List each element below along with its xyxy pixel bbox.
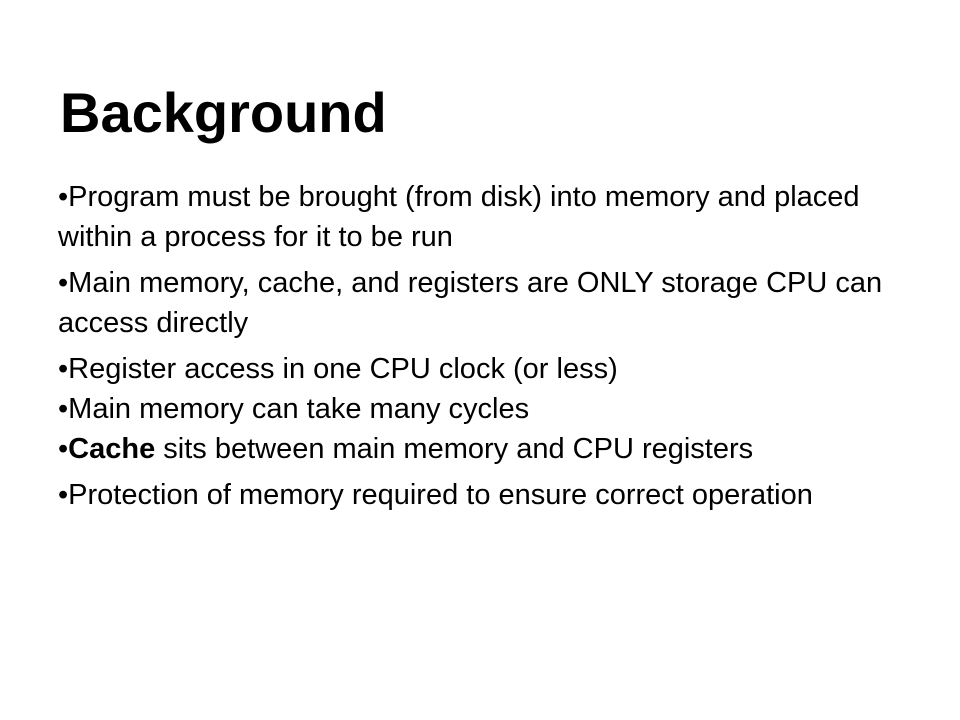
bullet-item-program-loading: •Program must be brought (from disk) int… — [58, 177, 908, 257]
bullet-text: Program must be brought (from disk) into… — [58, 181, 860, 253]
bullet-list: •Program must be brought (from disk) int… — [58, 177, 908, 521]
bullet-item-cache: •Cache sits between main memory and CPU … — [58, 429, 908, 469]
bullet-text: sits between main memory and CPU registe… — [155, 433, 754, 465]
bullet-item-main-memory-cycles: •Main memory can take many cycles — [58, 389, 908, 429]
bullet-text: Main memory can take many cycles — [68, 393, 530, 425]
bullet-text: Register access in one CPU clock (or les… — [68, 353, 618, 385]
bullet-glyph: • — [58, 353, 69, 385]
bullet-bold-term: Cache — [68, 433, 156, 465]
slide-title: Background — [60, 81, 387, 144]
bullet-glyph: • — [58, 393, 69, 425]
bullet-text: Protection of memory required to ensure … — [68, 479, 813, 511]
bullet-item-storage-access: •Main memory, cache, and registers are O… — [58, 263, 908, 343]
bullet-item-register-access: •Register access in one CPU clock (or le… — [58, 349, 908, 389]
bullet-text: Main memory, cache, and registers are ON… — [58, 267, 883, 339]
bullet-glyph: • — [58, 181, 69, 213]
bullet-glyph: • — [58, 433, 69, 465]
bullet-item-memory-protection: •Protection of memory required to ensure… — [58, 475, 908, 515]
bullet-glyph: • — [58, 267, 69, 299]
bullet-glyph: • — [58, 479, 69, 511]
